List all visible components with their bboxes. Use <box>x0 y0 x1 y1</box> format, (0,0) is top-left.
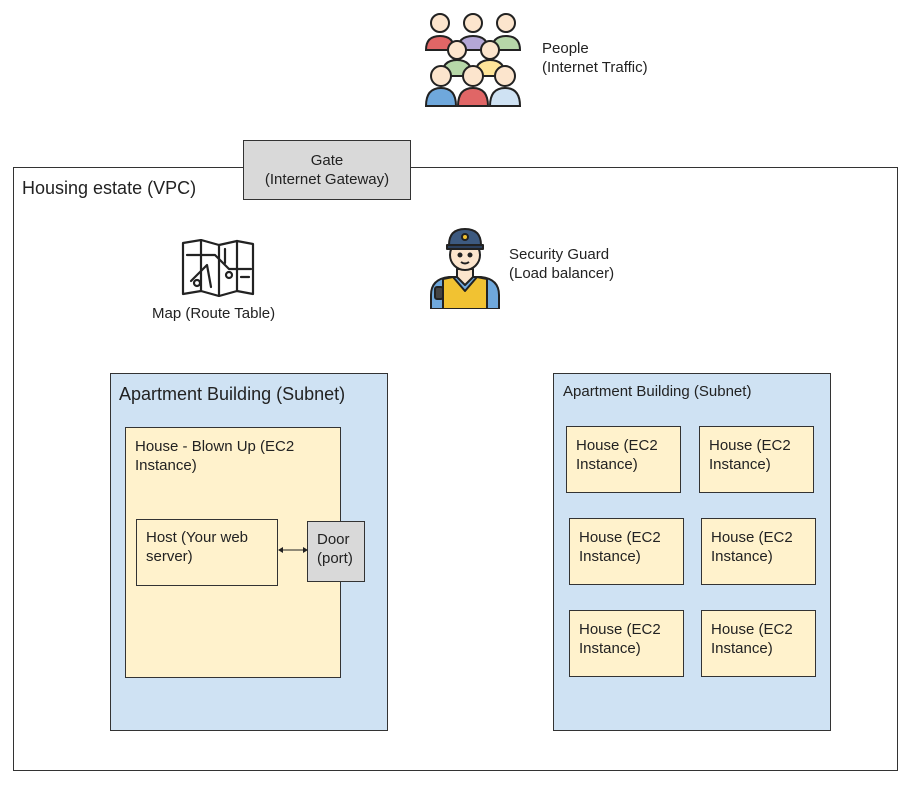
house-ec2-instance: House (EC2 Instance) <box>699 426 814 493</box>
host-door-connector <box>278 545 308 555</box>
subnet-right-label: Apartment Building (Subnet) <box>563 383 752 400</box>
host-web-server-box: Host (Your web server) <box>136 519 278 586</box>
security-guard-icon <box>427 225 503 309</box>
house-ec2-instance: House (EC2 Instance) <box>569 518 684 585</box>
people-label: People (Internet Traffic) <box>542 40 648 76</box>
people-icon <box>420 8 526 108</box>
route-table-label: Map (Route Table) <box>152 305 276 322</box>
subnet-left-label: Apartment Building (Subnet) <box>119 384 346 404</box>
house-ec2-instance: House (EC2 Instance) <box>569 610 684 677</box>
house-ec2-instance: House (EC2 Instance) <box>566 426 681 493</box>
house-ec2-instance: House (EC2 Instance) <box>701 610 816 677</box>
house-ec2-instance: House (EC2 Instance) <box>701 518 816 585</box>
internet-gateway-box: Gate (Internet Gateway) <box>243 140 411 200</box>
door-port-box: Door (port) <box>307 521 365 582</box>
vpc-label: Housing estate (VPC) <box>22 178 197 198</box>
map-icon <box>181 239 255 297</box>
load-balancer-label: Security Guard (Load balancer) <box>509 246 615 282</box>
